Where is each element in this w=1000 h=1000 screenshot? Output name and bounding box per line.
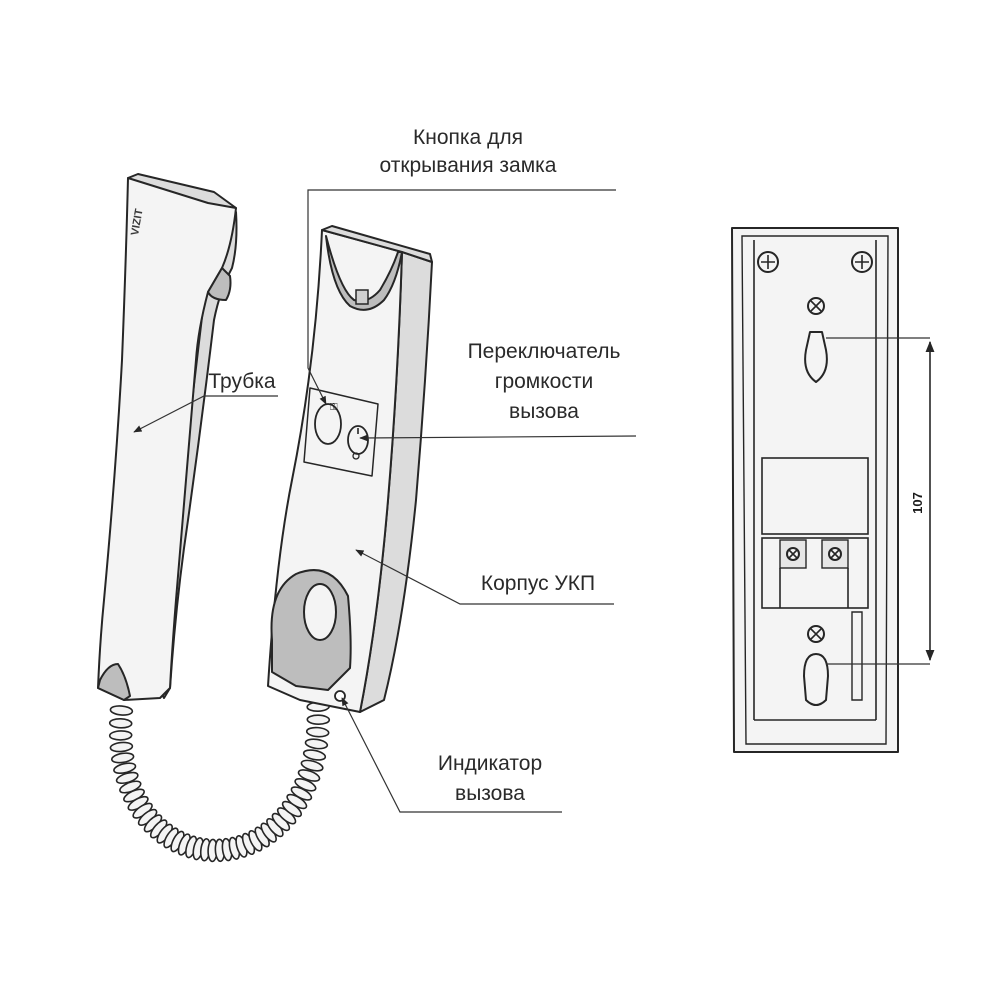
cord-coil bbox=[305, 726, 330, 738]
back-view: 107 bbox=[731, 227, 935, 753]
keyhole-top bbox=[804, 331, 828, 383]
leader-volume-switch bbox=[359, 434, 637, 442]
coiled-cord bbox=[108, 701, 331, 863]
cord-coil bbox=[111, 752, 135, 764]
cord-coil bbox=[302, 749, 327, 761]
label-area bbox=[761, 457, 869, 535]
cord-socket bbox=[303, 583, 337, 641]
handset-top bbox=[127, 173, 237, 209]
housing-top-rim bbox=[321, 225, 433, 263]
label-call-indicator-line1: Индикатор bbox=[438, 752, 542, 775]
handset-notch bbox=[207, 267, 232, 301]
cord-coil bbox=[300, 759, 324, 772]
terminal-right-cross bbox=[830, 549, 840, 559]
terminal-left-cross bbox=[788, 549, 798, 559]
call-indicator-led bbox=[334, 690, 346, 702]
cord-coil bbox=[109, 705, 134, 716]
back-inner-frame bbox=[741, 235, 889, 745]
label-lock-button-line1: Кнопка для bbox=[413, 126, 523, 149]
latch bbox=[851, 611, 863, 701]
handset: VIZIT bbox=[97, 173, 238, 701]
leader-call-indicator bbox=[341, 697, 562, 813]
mount-screw-top-cross bbox=[810, 300, 822, 312]
leader-housing bbox=[355, 549, 614, 605]
cord-coil bbox=[297, 769, 321, 782]
key-icon: ⚿ bbox=[330, 402, 338, 413]
volume-mark-bottom bbox=[352, 452, 360, 460]
cord-coil bbox=[306, 714, 331, 726]
handset-front-face bbox=[97, 177, 237, 701]
cord-coil bbox=[108, 730, 133, 741]
callout-labels: Кнопка для открывания замка Трубка Перек… bbox=[208, 126, 620, 805]
hook-cradle bbox=[325, 235, 403, 311]
leader-lock-button bbox=[307, 189, 616, 405]
mount-screw-bottom-cross bbox=[810, 628, 822, 640]
handset-bottom-tip bbox=[97, 663, 131, 701]
leader-lines bbox=[133, 189, 637, 813]
keyhole-bottom bbox=[803, 653, 829, 706]
label-volume-switch-line2: громкости bbox=[495, 370, 593, 393]
cord-coil bbox=[109, 741, 134, 753]
terminal-block bbox=[761, 537, 869, 609]
brand-logo: VIZIT bbox=[129, 208, 146, 237]
dimension-value: 107 bbox=[910, 492, 925, 514]
label-lock-button-line2: открывания замка bbox=[379, 154, 556, 177]
cord-coil bbox=[304, 738, 329, 750]
label-handset: Трубка bbox=[208, 370, 276, 393]
cord-coil bbox=[113, 762, 137, 775]
housing: ⚿ bbox=[267, 225, 433, 713]
corner-screw-left-slot bbox=[761, 255, 775, 269]
leader-handset bbox=[133, 395, 278, 433]
label-call-indicator-line2: вызова bbox=[455, 782, 525, 805]
label-volume-switch-line1: Переключатель bbox=[468, 340, 621, 363]
terminal-right bbox=[821, 539, 849, 569]
door-open-button[interactable] bbox=[314, 403, 342, 445]
label-volume-switch-line3: вызова bbox=[509, 400, 579, 423]
cord-coil bbox=[294, 778, 317, 792]
corner-screw-right-slot bbox=[855, 255, 869, 269]
cord-coil bbox=[108, 717, 133, 729]
label-housing: Корпус УКП bbox=[481, 572, 595, 595]
hook-switch bbox=[355, 289, 369, 305]
